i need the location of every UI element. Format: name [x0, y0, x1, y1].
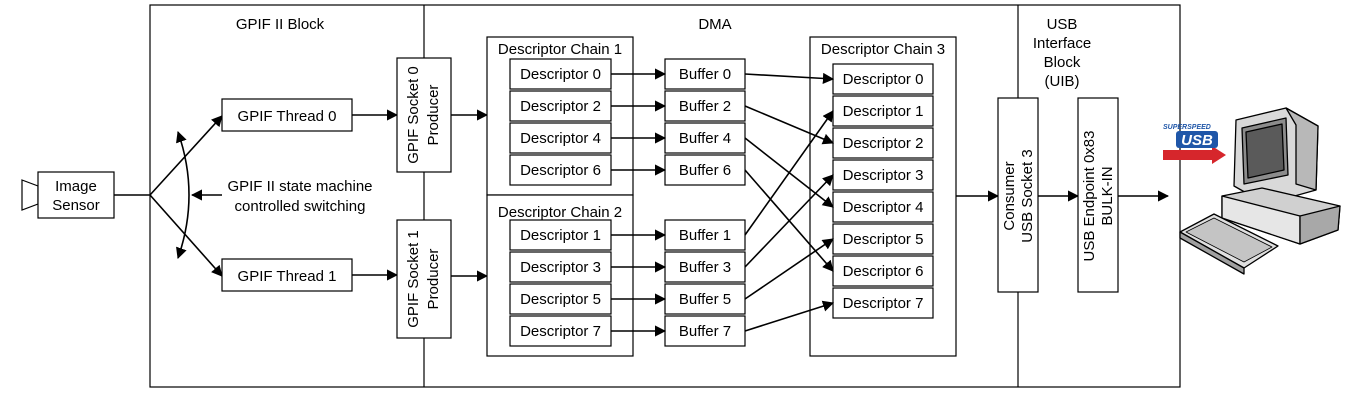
chain1-descriptor: [509, 58, 612, 90]
gpif-socket-1: [396, 219, 452, 339]
chain2-buffer-label: Buffer 3: [679, 259, 731, 276]
chain1-buffer-label: Buffer 4: [679, 130, 731, 147]
chain1-descriptor: [509, 122, 612, 154]
buffer-to-chain3-arrow: [744, 110, 834, 236]
superspeed-usb-logo: SUPERSPEED USB: [1163, 124, 1226, 164]
usb-socket-3-label-1: Consumer: [1001, 161, 1018, 230]
chain3-descriptor-label: Descriptor 3: [843, 167, 924, 184]
chain3-descriptor-label: Descriptor 4: [843, 199, 924, 216]
chain3-descriptor-label: Descriptor 2: [843, 135, 924, 152]
computer-icon: [1179, 107, 1341, 275]
chain2-descriptor-label: Descriptor 1: [520, 227, 601, 244]
chain2-descriptor: [509, 315, 612, 347]
chain2-descriptor-label: Descriptor 3: [520, 259, 601, 276]
usb-endpoint: [1077, 97, 1119, 293]
chain3-descriptor: [832, 127, 934, 159]
switching-label-1: GPIF II state machine: [227, 178, 372, 195]
chain2-descriptor-label: Descriptor 7: [520, 323, 601, 340]
switch-arrow-thread1: [149, 194, 223, 277]
buffer-to-chain3-arrow: [744, 238, 834, 300]
chain2-buffer-label: Buffer 1: [679, 227, 731, 244]
descriptor-chain-2-title: Descriptor Chain 2: [498, 204, 622, 221]
buffer-to-chain3-arrow: [744, 72, 835, 85]
chain2-buffer: [664, 219, 746, 251]
gpif-socket-1-label-2: Producer: [425, 249, 442, 310]
chain1-buffer-label: Buffer 2: [679, 98, 731, 115]
chain2-descriptor: [509, 251, 612, 283]
gpif-thread-0-label: GPIF Thread 0: [238, 108, 337, 125]
chain1-buffer: [664, 122, 746, 154]
chain1-descriptor-label: Descriptor 2: [520, 98, 601, 115]
sensor-label-2: Sensor: [52, 197, 100, 214]
buffer-to-chain3-arrow: [744, 300, 835, 332]
chain3-descriptor: [832, 223, 934, 255]
chain3-descriptor-label: Descriptor 0: [843, 71, 924, 88]
gpif-block-title: GPIF II Block: [236, 16, 325, 33]
usb-endpoint-label-1: USB Endpoint 0x83: [1081, 131, 1098, 262]
chain3-descriptor: [832, 159, 934, 191]
switch-arrow-thread0: [149, 115, 223, 196]
chain1-descriptor: [509, 90, 612, 122]
gpif-socket-1-label-1: GPIF Socket 1: [405, 230, 422, 328]
usb-socket-3: [997, 97, 1039, 293]
buffer-to-chain3-arrow: [744, 174, 834, 268]
chain1-buffer-label: Buffer 6: [679, 162, 731, 179]
logo-main-text: USB: [1181, 132, 1213, 149]
chain2-buffer-label: Buffer 5: [679, 291, 731, 308]
descriptor-chain-3-title: Descriptor Chain 3: [821, 41, 945, 58]
uib-title-line-3: Block: [1044, 54, 1081, 71]
uib-title-line-2: Interface: [1033, 35, 1091, 52]
gpif-thread-0: [221, 98, 353, 132]
chain3-descriptor-label: Descriptor 1: [843, 103, 924, 120]
chain2-buffer-label: Buffer 7: [679, 323, 731, 340]
chain3-descriptor-label: Descriptor 6: [843, 263, 924, 280]
chain2-descriptor: [509, 283, 612, 315]
chain1-buffer: [664, 58, 746, 90]
chain1-descriptor-label: Descriptor 0: [520, 66, 601, 83]
descriptor-chain-1-title: Descriptor Chain 1: [498, 41, 622, 58]
logo-top-text: SUPERSPEED: [1163, 124, 1211, 131]
chain1-descriptor-label: Descriptor 4: [520, 130, 601, 147]
chain3-descriptor: [832, 63, 934, 95]
gpif-socket-0: [396, 57, 452, 173]
chain1-buffer-label: Buffer 0: [679, 66, 731, 83]
chain3-descriptor-label: Descriptor 7: [843, 295, 924, 312]
usb-endpoint-label-2: BULK-IN: [1099, 166, 1116, 225]
sensor-label-1: Image: [55, 178, 97, 195]
sensor-icon: [21, 171, 115, 219]
switching-arc: [176, 130, 190, 260]
gpif-socket-0-label-1: GPIF Socket 0: [405, 66, 422, 164]
chain2-buffer: [664, 315, 746, 347]
uib-title-line-4: (UIB): [1045, 73, 1080, 90]
chain3-descriptor: [832, 287, 934, 319]
chain2-descriptor-label: Descriptor 5: [520, 291, 601, 308]
chain3-descriptor: [832, 191, 934, 223]
switching-label-2: controlled switching: [235, 198, 366, 215]
gpif-socket-0-label-2: Producer: [425, 85, 442, 146]
uib-title-line-1: USB: [1047, 16, 1078, 33]
chain1-descriptor-label: Descriptor 6: [520, 162, 601, 179]
buffer-to-chain3-arrow: [744, 105, 835, 145]
chain3-descriptor-label: Descriptor 5: [843, 231, 924, 248]
dma-title: DMA: [698, 16, 731, 33]
usb-socket-3-label-2: USB Socket 3: [1019, 149, 1036, 242]
gpif-thread-1-label: GPIF Thread 1: [238, 268, 337, 285]
